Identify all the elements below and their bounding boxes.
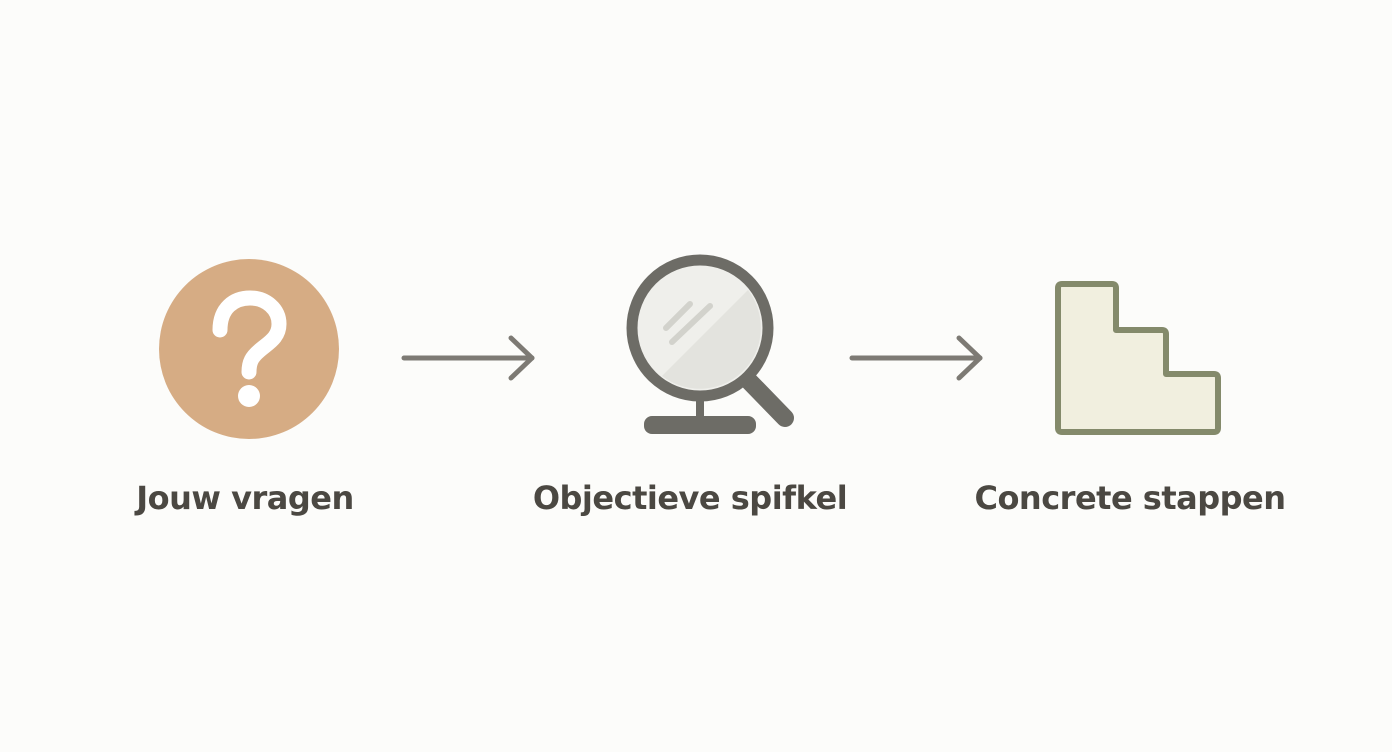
step-label-steps: Concrete stappen xyxy=(974,479,1286,517)
arrow-right-icon xyxy=(401,335,535,381)
question-mark-icon xyxy=(159,259,339,439)
stairs-icon xyxy=(1055,281,1221,435)
step-label-mirror: Objectieve spifkel xyxy=(532,479,848,517)
magnifying-mirror-icon xyxy=(626,254,794,434)
step-label-questions: Jouw vragen xyxy=(136,479,354,517)
arrow-right-icon xyxy=(849,335,983,381)
